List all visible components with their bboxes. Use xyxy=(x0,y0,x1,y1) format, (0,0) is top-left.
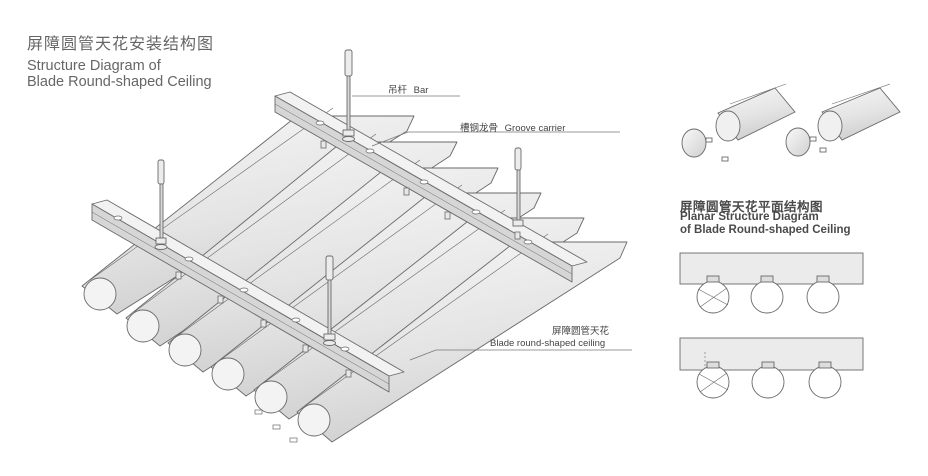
hanger-bar xyxy=(512,147,524,227)
clip-marks xyxy=(254,409,298,443)
end-cap xyxy=(785,127,811,157)
carrier-bolts xyxy=(175,140,521,378)
plan-title-en-line2: of Blade Round-shaped Ceiling xyxy=(680,224,851,236)
callout-ceiling-en: Blade round-shaped ceiling xyxy=(490,338,606,349)
tube xyxy=(296,233,628,443)
hanger-bar xyxy=(342,49,355,142)
main-title-en-line1: Structure Diagram of xyxy=(27,58,161,74)
callout-groove: 槽钢龙骨 Groove carrier xyxy=(460,120,565,134)
end-cap xyxy=(681,128,707,158)
callout-ceiling-zh: 屏障圆管天花 xyxy=(552,326,610,337)
plan-title-en-line1: Planar Structure Diagram xyxy=(680,211,819,223)
hanger-bar xyxy=(154,159,168,250)
exploded-tubes xyxy=(681,83,901,162)
callout-bar-en: Bar xyxy=(413,85,429,96)
main-title-zh: 屏障圆管天花安装结构图 xyxy=(27,36,215,53)
planar-diagram-1 xyxy=(679,252,864,314)
ceiling-tubes xyxy=(81,107,628,443)
planar-diagram-2 xyxy=(679,337,864,399)
callout-groove-en: Groove carrier xyxy=(504,123,566,134)
plan-title-en: Planar Structure Diagram of Blade Round-… xyxy=(680,211,851,237)
groove-carrier-front xyxy=(91,199,405,393)
hanger-bars xyxy=(154,49,524,346)
plan-title-zh: 屏障圆管天花平面结构图 xyxy=(680,200,824,214)
hanger-bar xyxy=(323,255,336,346)
main-title-en: Structure Diagram of Blade Round-shaped … xyxy=(27,58,212,90)
main-title-en-line2: Blade Round-shaped Ceiling xyxy=(27,74,212,90)
callout-bar: 吊杆 Bar xyxy=(388,82,428,96)
callout-bar-zh: 吊杆 xyxy=(388,85,408,96)
callout-groove-zh: 槽钢龙骨 xyxy=(460,123,499,134)
callout-lines xyxy=(352,95,632,361)
